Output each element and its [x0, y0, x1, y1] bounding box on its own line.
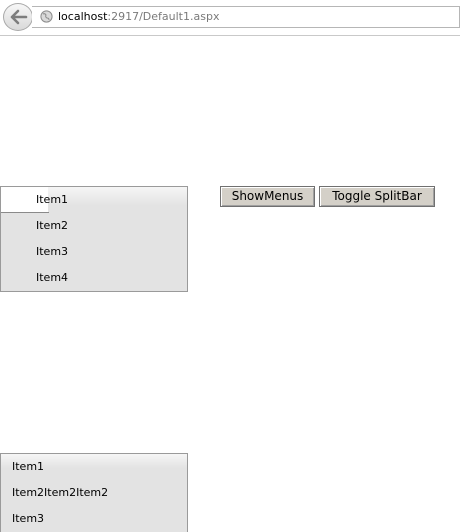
menu-item[interactable]: Item3: [1, 506, 187, 532]
menu-item[interactable]: Item1: [1, 187, 68, 213]
menu-item-label: Item1: [12, 460, 45, 473]
menu-item[interactable]: Item1: [1, 454, 187, 480]
browser-toolbar: localhost:2917/Default1.aspx: [0, 0, 460, 36]
url-text: localhost:2917/Default1.aspx: [58, 10, 219, 24]
menu-item[interactable]: Item4: [1, 265, 187, 291]
back-arrow-icon: [10, 9, 28, 25]
selected-underline: [1, 212, 49, 213]
menu-item-label: Item1: [36, 193, 69, 206]
url-path: :2917/Default1.aspx: [107, 10, 220, 23]
globe-icon: [40, 10, 53, 23]
menu-item-label: Item3: [36, 245, 69, 258]
address-bar[interactable]: localhost:2917/Default1.aspx: [32, 6, 460, 28]
menu-item[interactable]: Item2Item2Item2: [1, 480, 187, 506]
vertical-menu-bottom: Item1 Item2Item2Item2 Item3: [0, 453, 188, 532]
menu-item[interactable]: Item2: [1, 213, 187, 239]
vertical-menu-top: Item1 Item2 Item3 Item4: [0, 186, 188, 292]
menu-item[interactable]: Item3: [1, 239, 187, 265]
show-menus-button[interactable]: ShowMenus: [220, 186, 315, 207]
toggle-splitbar-button[interactable]: Toggle SplitBar: [319, 186, 435, 207]
menu-item-label: Item2: [36, 219, 69, 232]
menu-item-label: Item3: [12, 512, 45, 525]
menu-item-label: Item2Item2Item2: [12, 486, 109, 499]
url-host: localhost: [58, 10, 108, 23]
back-button[interactable]: [3, 3, 33, 31]
menu-item-label: Item4: [36, 271, 69, 284]
